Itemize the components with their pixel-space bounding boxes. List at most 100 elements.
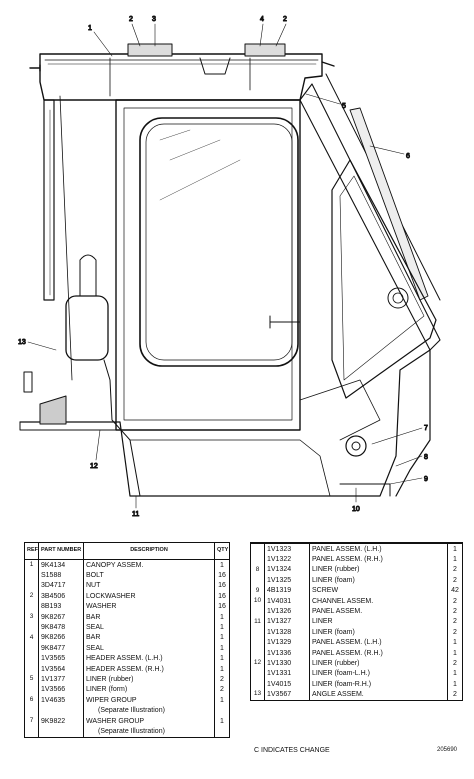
door-frame — [115, 99, 301, 431]
description-cell: LINER (form) — [83, 684, 215, 696]
part-number-cell: 1V1323 — [264, 543, 310, 555]
part-number-cell: 9K8477 — [38, 643, 84, 654]
description-cell: LINER (foam-R.H.) — [309, 679, 448, 690]
change-indicator-note: C INDICATES CHANGE — [254, 747, 330, 754]
ref-cell — [250, 554, 265, 565]
description-cell: PANEL ASSEM. (R.H.) — [309, 647, 448, 659]
description-cell: BAR — [83, 632, 215, 644]
ref-cell — [24, 663, 39, 675]
qty-cell: 2 — [453, 659, 457, 667]
qty-cell: 1 — [220, 655, 224, 663]
header-qty: QTY — [214, 542, 230, 560]
ref-cell — [250, 627, 265, 638]
qty-cell — [215, 705, 230, 715]
part-number-cell: 1V1329 — [264, 637, 310, 648]
part-number-cell: 1V1331 — [264, 668, 310, 680]
part-number-cell: 9K8266 — [38, 632, 84, 644]
part-number-cell: 4B1319 — [264, 585, 310, 596]
qty-cell: 16 — [218, 603, 226, 611]
part-number-cell: S1588 — [38, 570, 84, 581]
description-cell: CANOPY ASSEM. — [83, 559, 215, 571]
ref-cell — [250, 575, 265, 586]
ref-cell: 1 — [24, 559, 39, 571]
description-cell: LOCKWASHER — [83, 591, 215, 602]
description-cell: LINER — [309, 616, 448, 628]
qty-cell: 1 — [453, 545, 457, 553]
ref-cell — [24, 570, 39, 581]
description-cell: SCREW — [309, 585, 448, 596]
front-post — [299, 83, 441, 351]
table-row: (Separate Illustration) — [24, 705, 230, 716]
ref-cell: 8 — [250, 564, 265, 576]
ref-cell — [24, 601, 39, 612]
description-cell: SEAL — [83, 622, 215, 633]
qty-cell: 1 — [453, 670, 457, 678]
qty-cell: 1 — [220, 644, 224, 652]
callout-2-left: 2 — [129, 16, 133, 23]
washer-bottle — [65, 295, 109, 361]
description-cell: (Separate Illustration) — [83, 726, 215, 738]
description-cell: WASHER GROUP — [83, 715, 215, 727]
ref-cell: 10 — [250, 595, 265, 607]
callout-1: 1 — [88, 25, 92, 32]
qty-cell: 2 — [220, 675, 224, 683]
qty-cell: 16 — [218, 592, 226, 600]
description-cell: LINER (foam) — [309, 627, 448, 638]
description-cell: SEAL — [83, 643, 215, 654]
description-cell: (Separate Illustration) — [83, 705, 215, 716]
description-cell: BAR — [83, 611, 215, 623]
description-cell: WIPER GROUP — [83, 695, 215, 706]
qty-cell: 42 — [451, 587, 459, 595]
figure-number: 205690 — [437, 747, 458, 753]
canopy-roof — [39, 53, 323, 101]
callout-4: 4 — [260, 16, 264, 23]
ref-cell — [24, 726, 39, 738]
part-number-cell: 1V1336 — [264, 647, 310, 659]
description-cell: NUT — [83, 580, 215, 592]
qty-cell: 1 — [220, 561, 224, 569]
ref-cell: 13 — [250, 689, 265, 701]
part-number-cell: 1V1324 — [264, 564, 310, 576]
door-window — [139, 117, 299, 367]
callout-12: 12 — [90, 463, 98, 470]
description-cell: PANEL ASSEM. (R.H.) — [309, 554, 448, 565]
callout-2-right: 2 — [283, 16, 287, 23]
qty-cell: 1 — [453, 556, 457, 564]
part-number-cell: 1V3566 — [38, 684, 84, 696]
ref-cell: 5 — [24, 674, 39, 685]
ref-cell — [250, 606, 265, 617]
part-number-cell: 1V3567 — [264, 689, 310, 701]
cab-exploded-drawing: 1 2 3 4 2 5 6 13 12 11 7 8 9 10 — [18, 16, 441, 519]
part-number-cell — [38, 726, 84, 738]
qty-cell: 1 — [220, 696, 224, 704]
table-header-row: REF NO PART NUMBER DESCRIPTION QTY — [24, 542, 230, 560]
ref-cell: 3 — [24, 611, 39, 623]
qty-cell: 2 — [453, 576, 457, 584]
ref-cell — [24, 622, 39, 633]
callout-7: 7 — [424, 425, 428, 432]
qty-cell: 2 — [453, 691, 457, 699]
qty-cell: 1 — [453, 649, 457, 657]
part-number-cell: 1V1330 — [264, 658, 310, 669]
part-number-cell: 9K9822 — [38, 715, 84, 727]
table-header-row — [250, 542, 463, 544]
part-number-cell: 1V1322 — [264, 554, 310, 565]
